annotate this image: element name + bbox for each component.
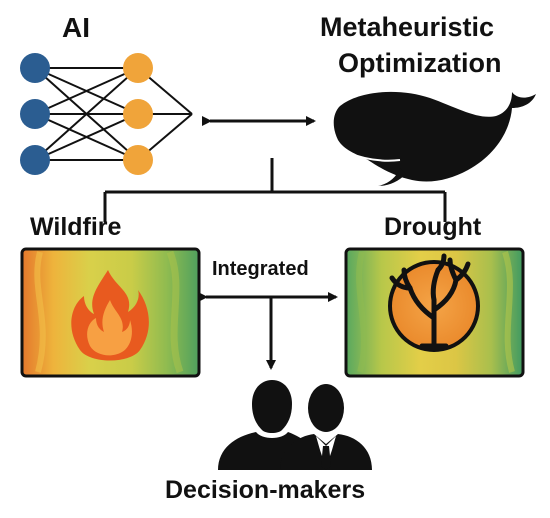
input-node	[20, 145, 50, 175]
hidden-node	[123, 145, 153, 175]
input-node	[20, 99, 50, 129]
decision-makers-label: Decision-makers	[165, 476, 366, 504]
neural-network-icon	[34, 67, 193, 161]
hidden-nodes	[123, 53, 153, 175]
whale-icon	[333, 91, 536, 186]
drought-label: Drought	[384, 213, 482, 241]
input-nodes	[20, 53, 50, 175]
connector-lines	[103, 158, 447, 222]
hidden-node	[123, 53, 153, 83]
hidden-node	[123, 99, 153, 129]
metaheuristic-label-line1: Metaheuristic	[320, 12, 495, 42]
input-node	[20, 53, 50, 83]
metaheuristic-label-line2: Optimization	[338, 48, 502, 78]
flame-icon	[71, 270, 149, 361]
wildfire-label: Wildfire	[30, 213, 122, 241]
dry-tree-icon	[388, 253, 480, 352]
decision-makers-icon	[218, 380, 372, 470]
integrated-label: Integrated	[212, 258, 309, 280]
ai-label: AI	[62, 12, 90, 43]
